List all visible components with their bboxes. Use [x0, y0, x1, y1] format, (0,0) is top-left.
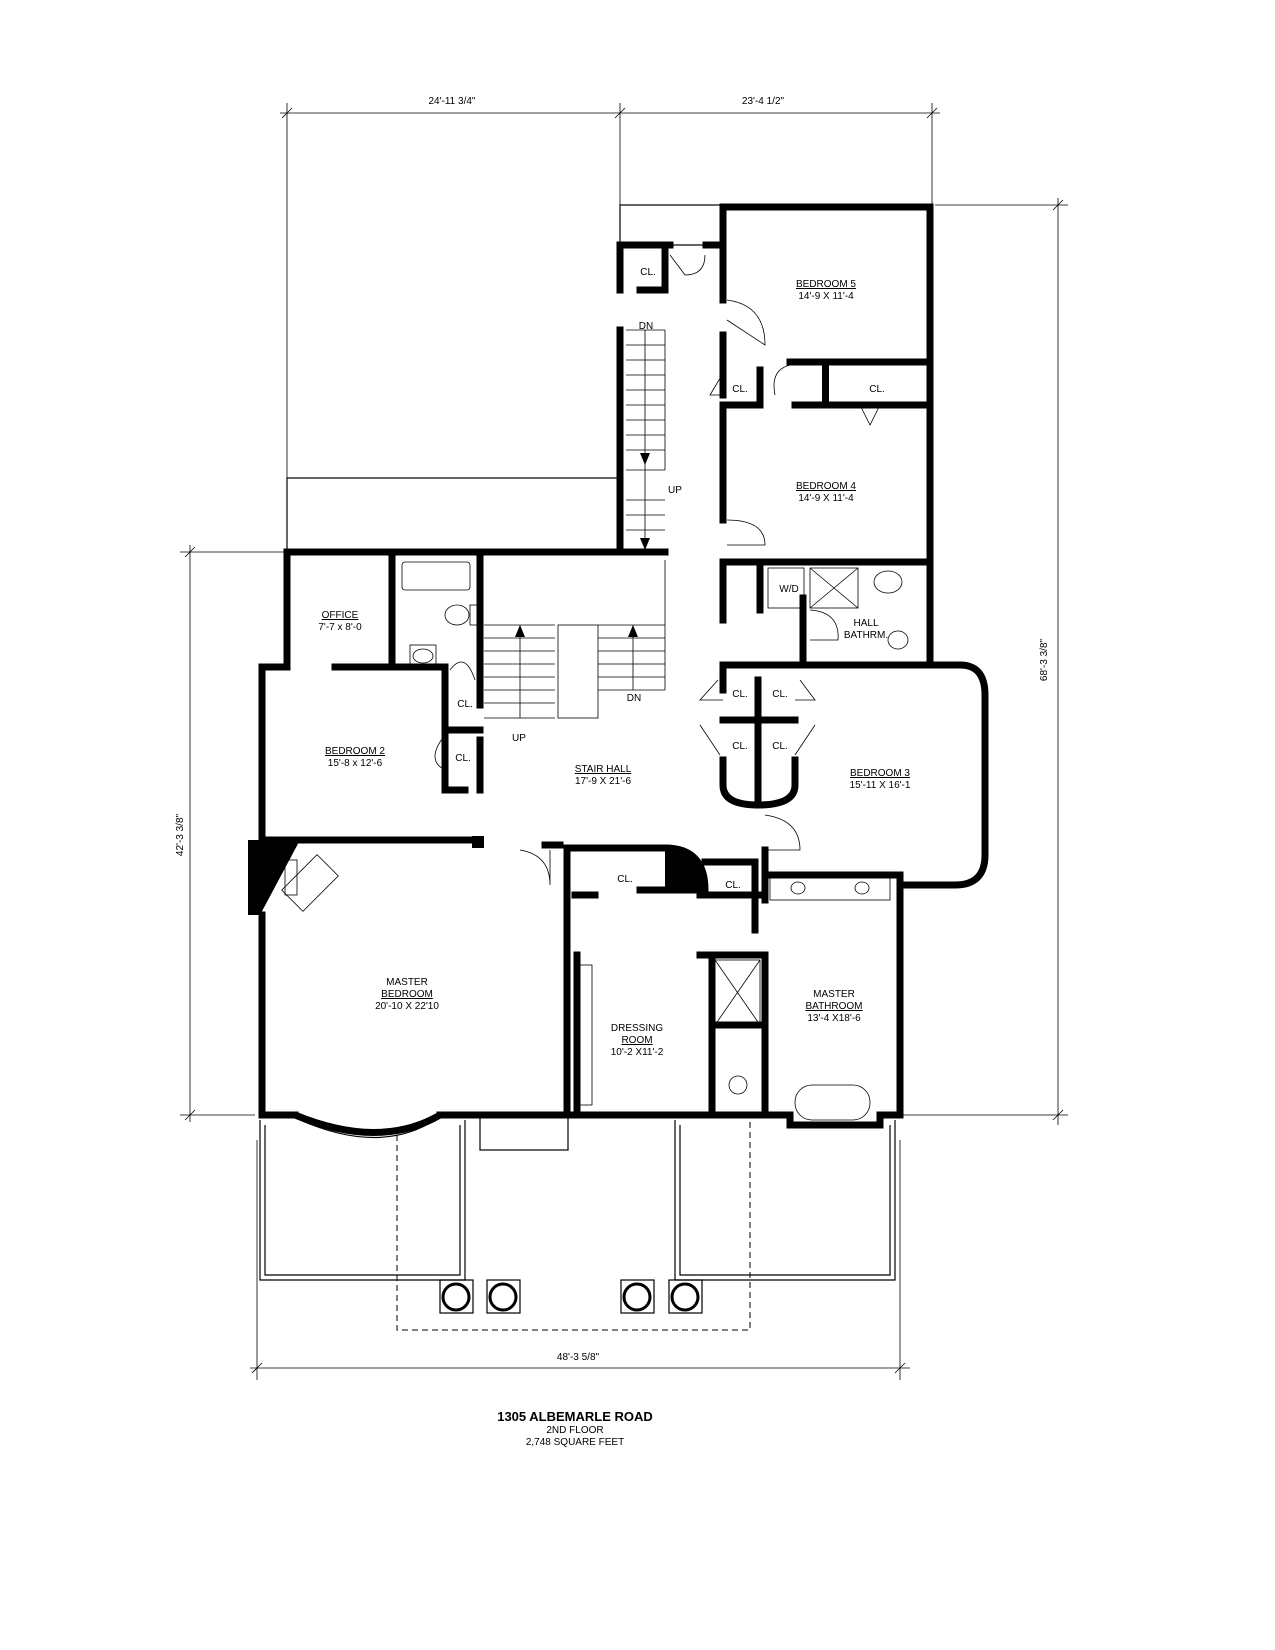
room-name-bedroom-2: BEDROOM 2 — [325, 746, 385, 757]
title-block: 1305 ALBEMARLE ROAD 2ND FLOOR 2,748 SQUA… — [497, 1409, 653, 1448]
room-name-master-bedroom-1: MASTER — [386, 977, 428, 988]
room-size-dressing: 10'-2 X11'-2 — [611, 1047, 664, 1058]
room-size-bedroom-4: 14'-9 X 11'-4 — [798, 493, 854, 504]
closet-labels: CL. CL. CL. CL. CL. CL. CL. CL. CL. CL. … — [455, 267, 885, 891]
columns — [439, 1279, 703, 1314]
washer-dryer-label: W/D — [779, 584, 798, 595]
dim-top-left: 24'-11 3/4" — [429, 96, 476, 107]
dim-right: 68'-3 3/8" — [1039, 638, 1050, 681]
room-size-master-bath: 13'-4 X18'-6 — [807, 1013, 861, 1024]
room-labels: BEDROOM 5 14'-9 X 11'-4 BEDROOM 4 14'-9 … — [318, 279, 911, 1058]
closet-label: CL. — [617, 874, 633, 885]
dim-top-right: 23'-4 1/2" — [742, 96, 785, 107]
closet-label: CL. — [869, 384, 885, 395]
closet-label: CL. — [772, 741, 788, 752]
stair-up-label: UP — [668, 485, 682, 496]
closet-label: CL. — [457, 699, 473, 710]
stair-up-label: UP — [512, 733, 526, 744]
room-size-stair-hall: 17'-9 X 21'-6 — [575, 776, 632, 787]
dim-left: 42'-3 3/8" — [175, 813, 186, 856]
stair-down-label: DN — [639, 321, 653, 332]
closet-label: CL. — [732, 741, 748, 752]
closet-label: CL. — [732, 689, 748, 700]
room-name-stair-hall: STAIR HALL — [575, 764, 632, 775]
closet-label: CL. — [772, 689, 788, 700]
room-size-bedroom-5: 14'-9 X 11'-4 — [798, 291, 854, 302]
room-name-bedroom-5: BEDROOM 5 — [796, 279, 856, 290]
room-name-master-bath-1: MASTER — [813, 989, 855, 1000]
room-name-dressing-2: ROOM — [621, 1035, 652, 1046]
closet-label: CL. — [732, 384, 748, 395]
walls — [248, 203, 989, 1138]
dimension-labels: 24'-11 3/4" 23'-4 1/2" 68'-3 3/8" 42'-3 … — [175, 96, 1050, 1363]
room-name-hall-bath-2: BATHRM. — [844, 630, 888, 641]
plan-area: 2,748 SQUARE FEET — [526, 1437, 624, 1448]
room-size-office: 7'-7 x 8'-0 — [318, 622, 362, 633]
room-name-master-bath-2: BATHROOM — [805, 1001, 862, 1012]
room-name-office: OFFICE — [322, 610, 359, 621]
room-name-hall-bath-1: HALL — [853, 618, 878, 629]
closet-label: CL. — [455, 753, 471, 764]
room-name-master-bedroom-2: BEDROOM — [381, 989, 433, 1000]
doors — [434, 254, 881, 886]
balconies — [259, 1114, 896, 1331]
room-name-dressing-1: DRESSING — [611, 1023, 663, 1034]
dimension-lines — [180, 103, 1068, 1380]
stairs — [484, 329, 666, 719]
room-size-bedroom-2: 15'-8 x 12'-6 — [328, 758, 383, 769]
closet-label: CL. — [640, 267, 656, 278]
closet-label: CL. — [725, 880, 741, 891]
room-name-bedroom-3: BEDROOM 3 — [850, 768, 910, 779]
room-size-master-bedroom: 20'-10 X 22'10 — [375, 1001, 439, 1012]
stair-down-label: DN — [627, 693, 641, 704]
dim-bottom: 48'-3 5/8" — [557, 1352, 600, 1363]
fixtures — [281, 561, 909, 1121]
room-name-bedroom-4: BEDROOM 4 — [796, 481, 856, 492]
room-size-bedroom-3: 15'-11 X 16'-1 — [850, 780, 911, 791]
plan-title: 1305 ALBEMARLE ROAD — [497, 1409, 653, 1424]
plan-floor: 2ND FLOOR — [546, 1425, 603, 1436]
